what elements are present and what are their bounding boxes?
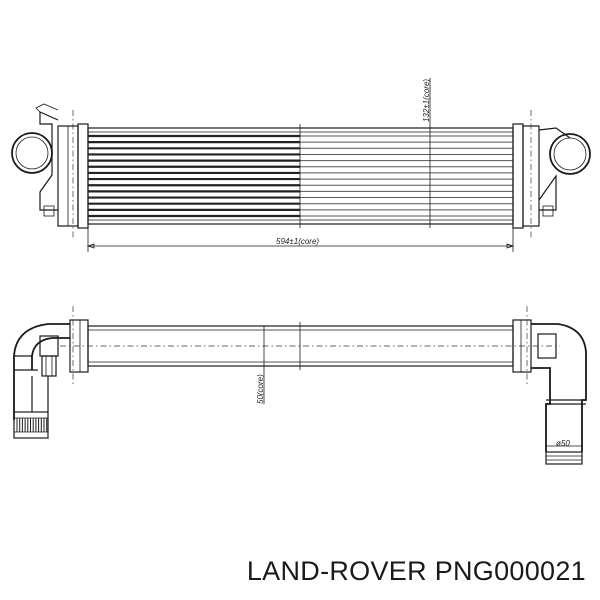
left-bracket <box>39 111 59 211</box>
depth-dimension: 50(core) <box>256 374 265 404</box>
hose-ribs <box>16 418 48 432</box>
top-view: 50(core) ø50 <box>13 306 587 465</box>
core-tubes <box>88 134 513 218</box>
core-top <box>87 325 514 367</box>
front-view: 132±1(core) 594±1(core) <box>11 78 591 252</box>
width-dimension: 594±1(core) <box>276 237 319 246</box>
right-pipe-outlet <box>549 133 591 175</box>
right-pipe-end <box>545 451 583 465</box>
height-dimension: 132±1(core) <box>422 79 431 122</box>
right-elbow-pipe <box>531 323 587 452</box>
pipe-diameter-dimension: ø50 <box>556 439 570 448</box>
left-pipe-outlet <box>11 132 53 174</box>
part-caption: LAND-ROVER PNG000021 <box>246 556 586 586</box>
left-hose-clamp <box>13 411 49 439</box>
